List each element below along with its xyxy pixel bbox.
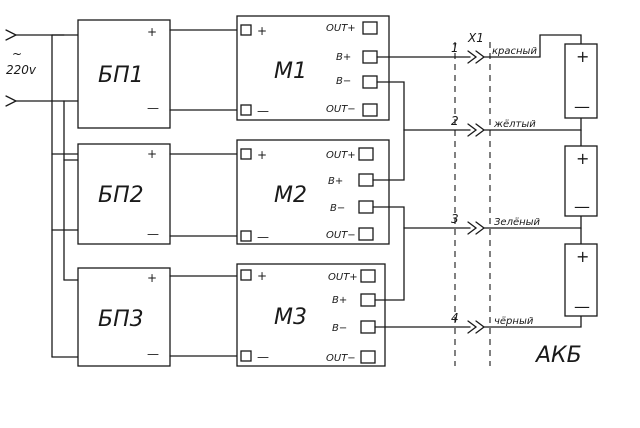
module-output-wires xyxy=(372,56,471,328)
cell-plus: + xyxy=(576,149,589,168)
cell-minus: — xyxy=(574,97,590,116)
power-supply-label: БП2 xyxy=(98,183,144,208)
mains-voltage-label: 220v xyxy=(6,63,37,77)
mains-tilde: ~ xyxy=(12,47,22,61)
battery-label: АКБ xyxy=(534,343,582,368)
module-b-minus-label: B− xyxy=(332,323,347,334)
wire-label-green: Зелёный xyxy=(494,217,541,228)
module-in-minus: — xyxy=(257,350,269,364)
psu-module-wires xyxy=(169,29,246,357)
module-b-plus-label: B+ xyxy=(328,176,343,187)
power-supply-plus: + xyxy=(147,271,157,285)
connector-pin-1: 1 xyxy=(451,41,459,55)
module-in-plus: + xyxy=(257,269,267,283)
connector-pin-4: 4 xyxy=(451,311,459,325)
module-in-plus: + xyxy=(257,24,267,38)
power-supply-label: БП1 xyxy=(98,63,144,88)
power-supply-label: БП3 xyxy=(98,307,144,332)
power-supply-minus: — xyxy=(147,227,159,241)
power-supply-minus: — xyxy=(147,347,159,361)
module-out-plus-label: OUT+ xyxy=(326,23,356,34)
connector-x1: X1 1 2 3 4 xyxy=(451,31,491,366)
module-b-plus-label: B+ xyxy=(336,52,351,63)
module-2: + — M2 OUT+ B+ B− OUT− xyxy=(236,139,390,245)
connector-pin-2: 2 xyxy=(451,114,459,128)
power-supply-2: БП2 + — xyxy=(77,143,171,245)
battery-wires: красный жёлтый Зелёный чёрный xyxy=(483,34,582,328)
power-supply-3: БП3 + — xyxy=(77,267,171,367)
module-out-plus-label: OUT+ xyxy=(326,150,356,161)
module-out-minus-label: OUT− xyxy=(326,104,356,115)
power-supply-1: БП1 + — xyxy=(77,19,171,129)
module-in-minus: — xyxy=(257,230,269,244)
module-b-minus-label: B− xyxy=(336,76,351,87)
module-label: M2 xyxy=(274,183,307,208)
cell-plus: + xyxy=(576,247,589,266)
module-in-plus: + xyxy=(257,148,267,162)
module-label: M1 xyxy=(274,59,307,84)
cell-minus: — xyxy=(574,197,590,216)
module-1: + — M1 OUT+ B+ B− OUT− xyxy=(236,15,390,121)
connector-label: X1 xyxy=(467,31,484,45)
connector-pin-3: 3 xyxy=(451,212,459,226)
power-supply-plus: + xyxy=(147,25,157,39)
cell-plus: + xyxy=(576,47,589,66)
module-b-minus-label: B− xyxy=(330,203,345,214)
module-in-minus: — xyxy=(257,104,269,118)
module-b-plus-label: B+ xyxy=(332,295,347,306)
wire-label-black: чёрный xyxy=(494,316,534,327)
module-out-plus-label: OUT+ xyxy=(328,272,358,283)
module-label: M3 xyxy=(274,305,307,330)
cell-minus: — xyxy=(574,297,590,316)
power-supply-minus: — xyxy=(147,101,159,115)
wire-label-red: красный xyxy=(492,46,537,57)
mains-bus xyxy=(51,34,79,358)
module-out-minus-label: OUT− xyxy=(326,230,356,241)
module-3: + — M3 OUT+ B+ B− OUT− xyxy=(236,263,386,367)
wire-label-yellow: жёлтый xyxy=(493,119,536,130)
power-supply-plus: + xyxy=(147,147,157,161)
module-out-minus-label: OUT− xyxy=(326,353,356,364)
battery-pack: + — + — + — АКБ xyxy=(534,43,598,368)
mains-input: ~ 220v xyxy=(5,29,65,107)
